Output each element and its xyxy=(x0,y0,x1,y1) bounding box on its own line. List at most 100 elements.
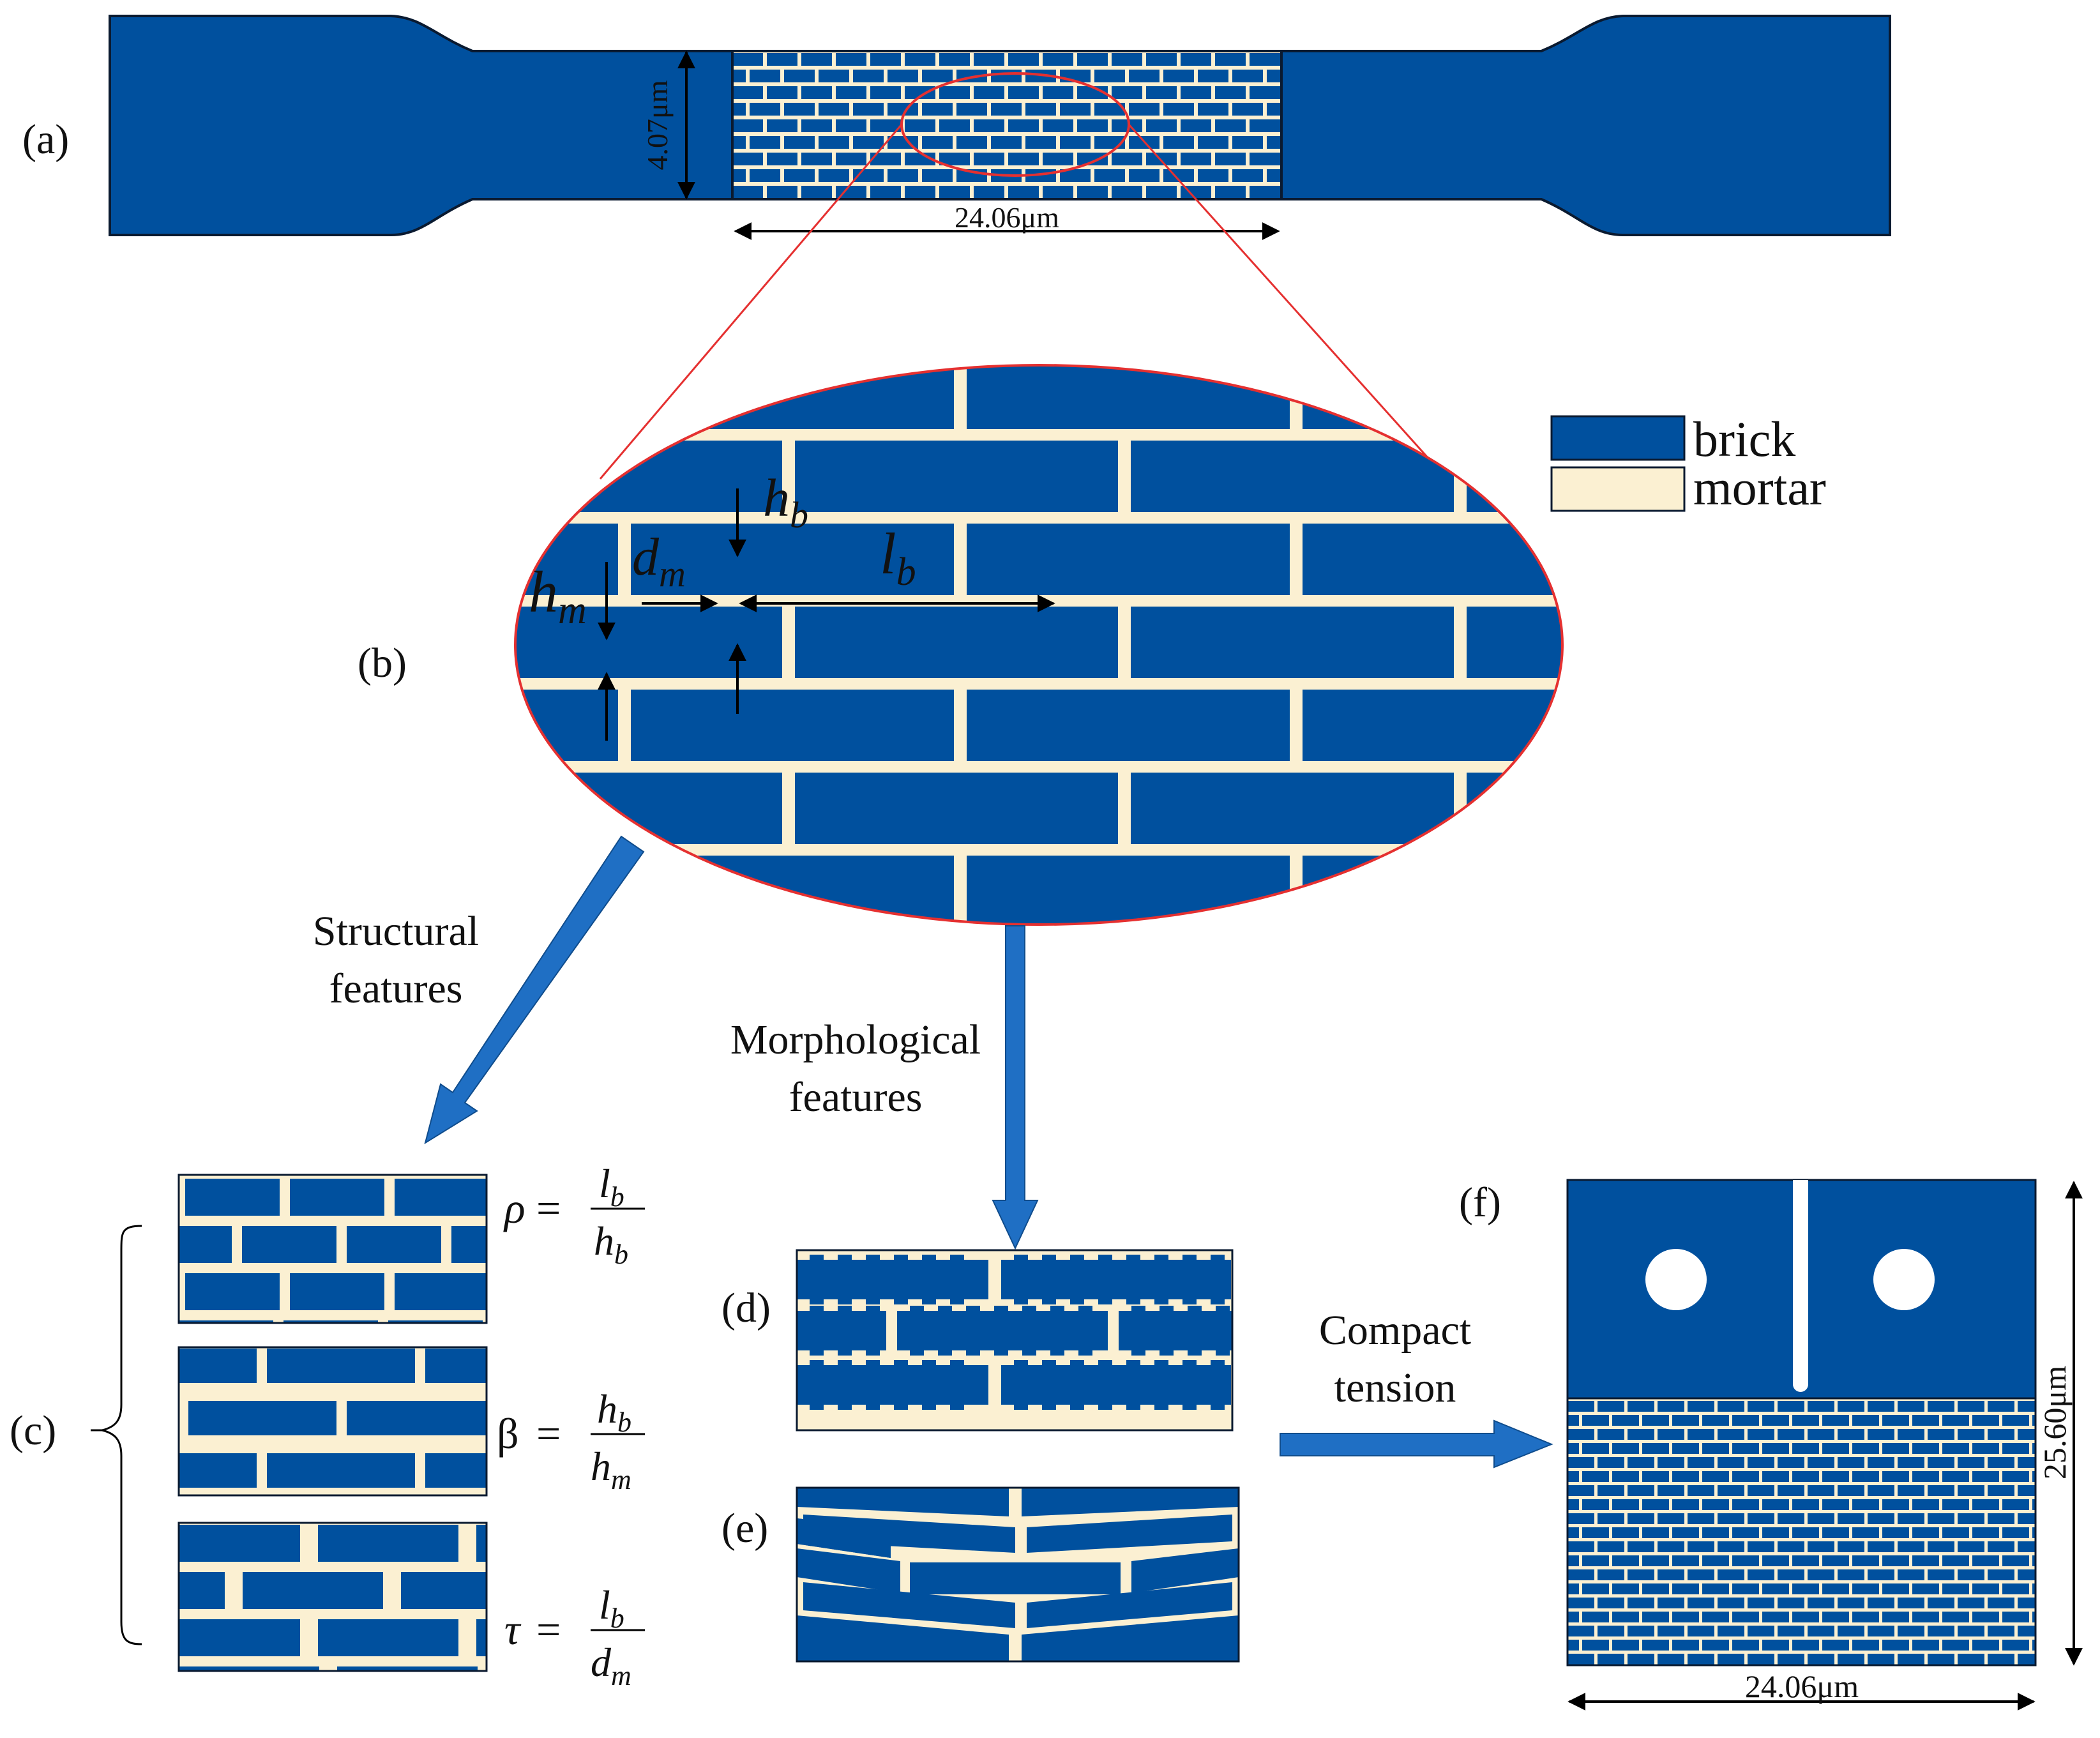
brick xyxy=(1638,856,1961,927)
brick xyxy=(1718,1457,1744,1468)
brick xyxy=(1672,1612,1699,1622)
brick xyxy=(1008,53,1039,66)
brick xyxy=(1612,1527,1639,1538)
brick xyxy=(767,119,797,132)
brick xyxy=(801,119,832,132)
brick xyxy=(0,1320,64,1357)
structural-arrow xyxy=(424,835,645,1145)
brick-tab xyxy=(838,1306,852,1356)
brick xyxy=(1882,1612,1909,1622)
panel-label-a: (a) xyxy=(22,116,69,163)
morphological-features-label-2: features xyxy=(789,1074,923,1121)
brick-tab xyxy=(866,1360,880,1410)
brick xyxy=(1778,1541,1804,1552)
brick xyxy=(1928,1429,1954,1440)
brick xyxy=(1912,1443,1939,1454)
brick xyxy=(1163,103,1194,116)
brick xyxy=(1043,53,1073,66)
brick xyxy=(1762,1471,1789,1482)
brick xyxy=(2018,1401,2036,1412)
brick xyxy=(1642,1640,1669,1651)
brick xyxy=(20,1666,161,1704)
brick xyxy=(801,53,832,66)
brick xyxy=(1792,1527,1819,1538)
brick xyxy=(870,53,901,66)
brick xyxy=(1642,1527,1669,1538)
brick xyxy=(1852,1415,1879,1426)
brick xyxy=(1060,136,1091,149)
brick xyxy=(493,1320,587,1357)
brick xyxy=(2002,1612,2029,1622)
brick xyxy=(2018,1485,2036,1496)
brick xyxy=(1658,1513,1684,1524)
brick xyxy=(1762,1499,1789,1510)
brick xyxy=(853,103,884,116)
brick xyxy=(1988,1541,2014,1552)
brick xyxy=(1612,1443,1639,1454)
brick xyxy=(1898,1654,1924,1665)
brick xyxy=(1974,358,2100,429)
compact-tension-label-2: tension xyxy=(1334,1364,1456,1411)
brick xyxy=(1882,1640,1909,1651)
brick xyxy=(1988,1598,2014,1608)
brick xyxy=(1567,1401,1594,1412)
brick xyxy=(2018,1569,2036,1580)
morphological-features-label-1: Morphological xyxy=(730,1016,981,1063)
brick-tab xyxy=(922,1255,936,1304)
brick xyxy=(1567,1429,1594,1440)
brick xyxy=(1522,1612,1549,1622)
brick-tab xyxy=(922,1360,936,1410)
brick xyxy=(1112,153,1142,165)
brick xyxy=(1702,1527,1729,1538)
brick xyxy=(1567,1541,1594,1552)
grouping-brace xyxy=(102,1225,142,1645)
compact-tension-specimen: 25.60μm 24.06μm xyxy=(1522,1179,2089,1711)
brick xyxy=(1972,1612,1999,1622)
brick xyxy=(1748,1401,1774,1412)
brick xyxy=(1702,1668,1729,1679)
brick xyxy=(1762,1640,1789,1651)
brick xyxy=(1163,70,1194,82)
brick xyxy=(2002,1640,2029,1651)
brick xyxy=(1732,1415,1759,1426)
brick xyxy=(1658,1654,1684,1665)
brick xyxy=(991,103,1022,116)
brick xyxy=(1988,1513,2014,1524)
brick xyxy=(767,86,797,99)
brick-tab xyxy=(894,1255,908,1304)
brick xyxy=(515,690,618,761)
brick xyxy=(1988,1457,2014,1468)
brick xyxy=(1838,1485,1864,1496)
brick xyxy=(1958,1654,1984,1665)
brick xyxy=(1718,1401,1744,1412)
brick xyxy=(0,358,282,429)
brick xyxy=(784,136,815,149)
brick xyxy=(1942,1583,1969,1594)
brick xyxy=(1537,1485,1564,1496)
brick xyxy=(476,1525,487,1562)
brick xyxy=(1688,1598,1714,1608)
brick xyxy=(1912,1555,1939,1566)
brick xyxy=(1988,1654,2014,1665)
brick xyxy=(1972,1668,1999,1679)
brick xyxy=(1748,1485,1774,1496)
brick xyxy=(922,103,953,116)
brick-tab xyxy=(866,1306,880,1356)
brick xyxy=(179,1349,257,1383)
brick-tab xyxy=(950,1255,964,1304)
brick xyxy=(1658,1429,1684,1440)
brick xyxy=(1131,441,1454,512)
brick xyxy=(1582,1471,1609,1482)
brick xyxy=(1852,1471,1879,1482)
brick xyxy=(1868,1513,1894,1524)
brick-tab xyxy=(1216,1306,1230,1356)
brick xyxy=(1250,119,1280,132)
specimen-right-grip xyxy=(1280,15,1891,236)
brick xyxy=(1612,1640,1639,1651)
brick xyxy=(1912,1583,1939,1594)
svg-text:hb: hb xyxy=(594,1218,628,1270)
brick xyxy=(1181,186,1211,199)
brick xyxy=(2048,1485,2074,1496)
brick xyxy=(2062,1612,2089,1622)
brick xyxy=(1094,103,1125,116)
